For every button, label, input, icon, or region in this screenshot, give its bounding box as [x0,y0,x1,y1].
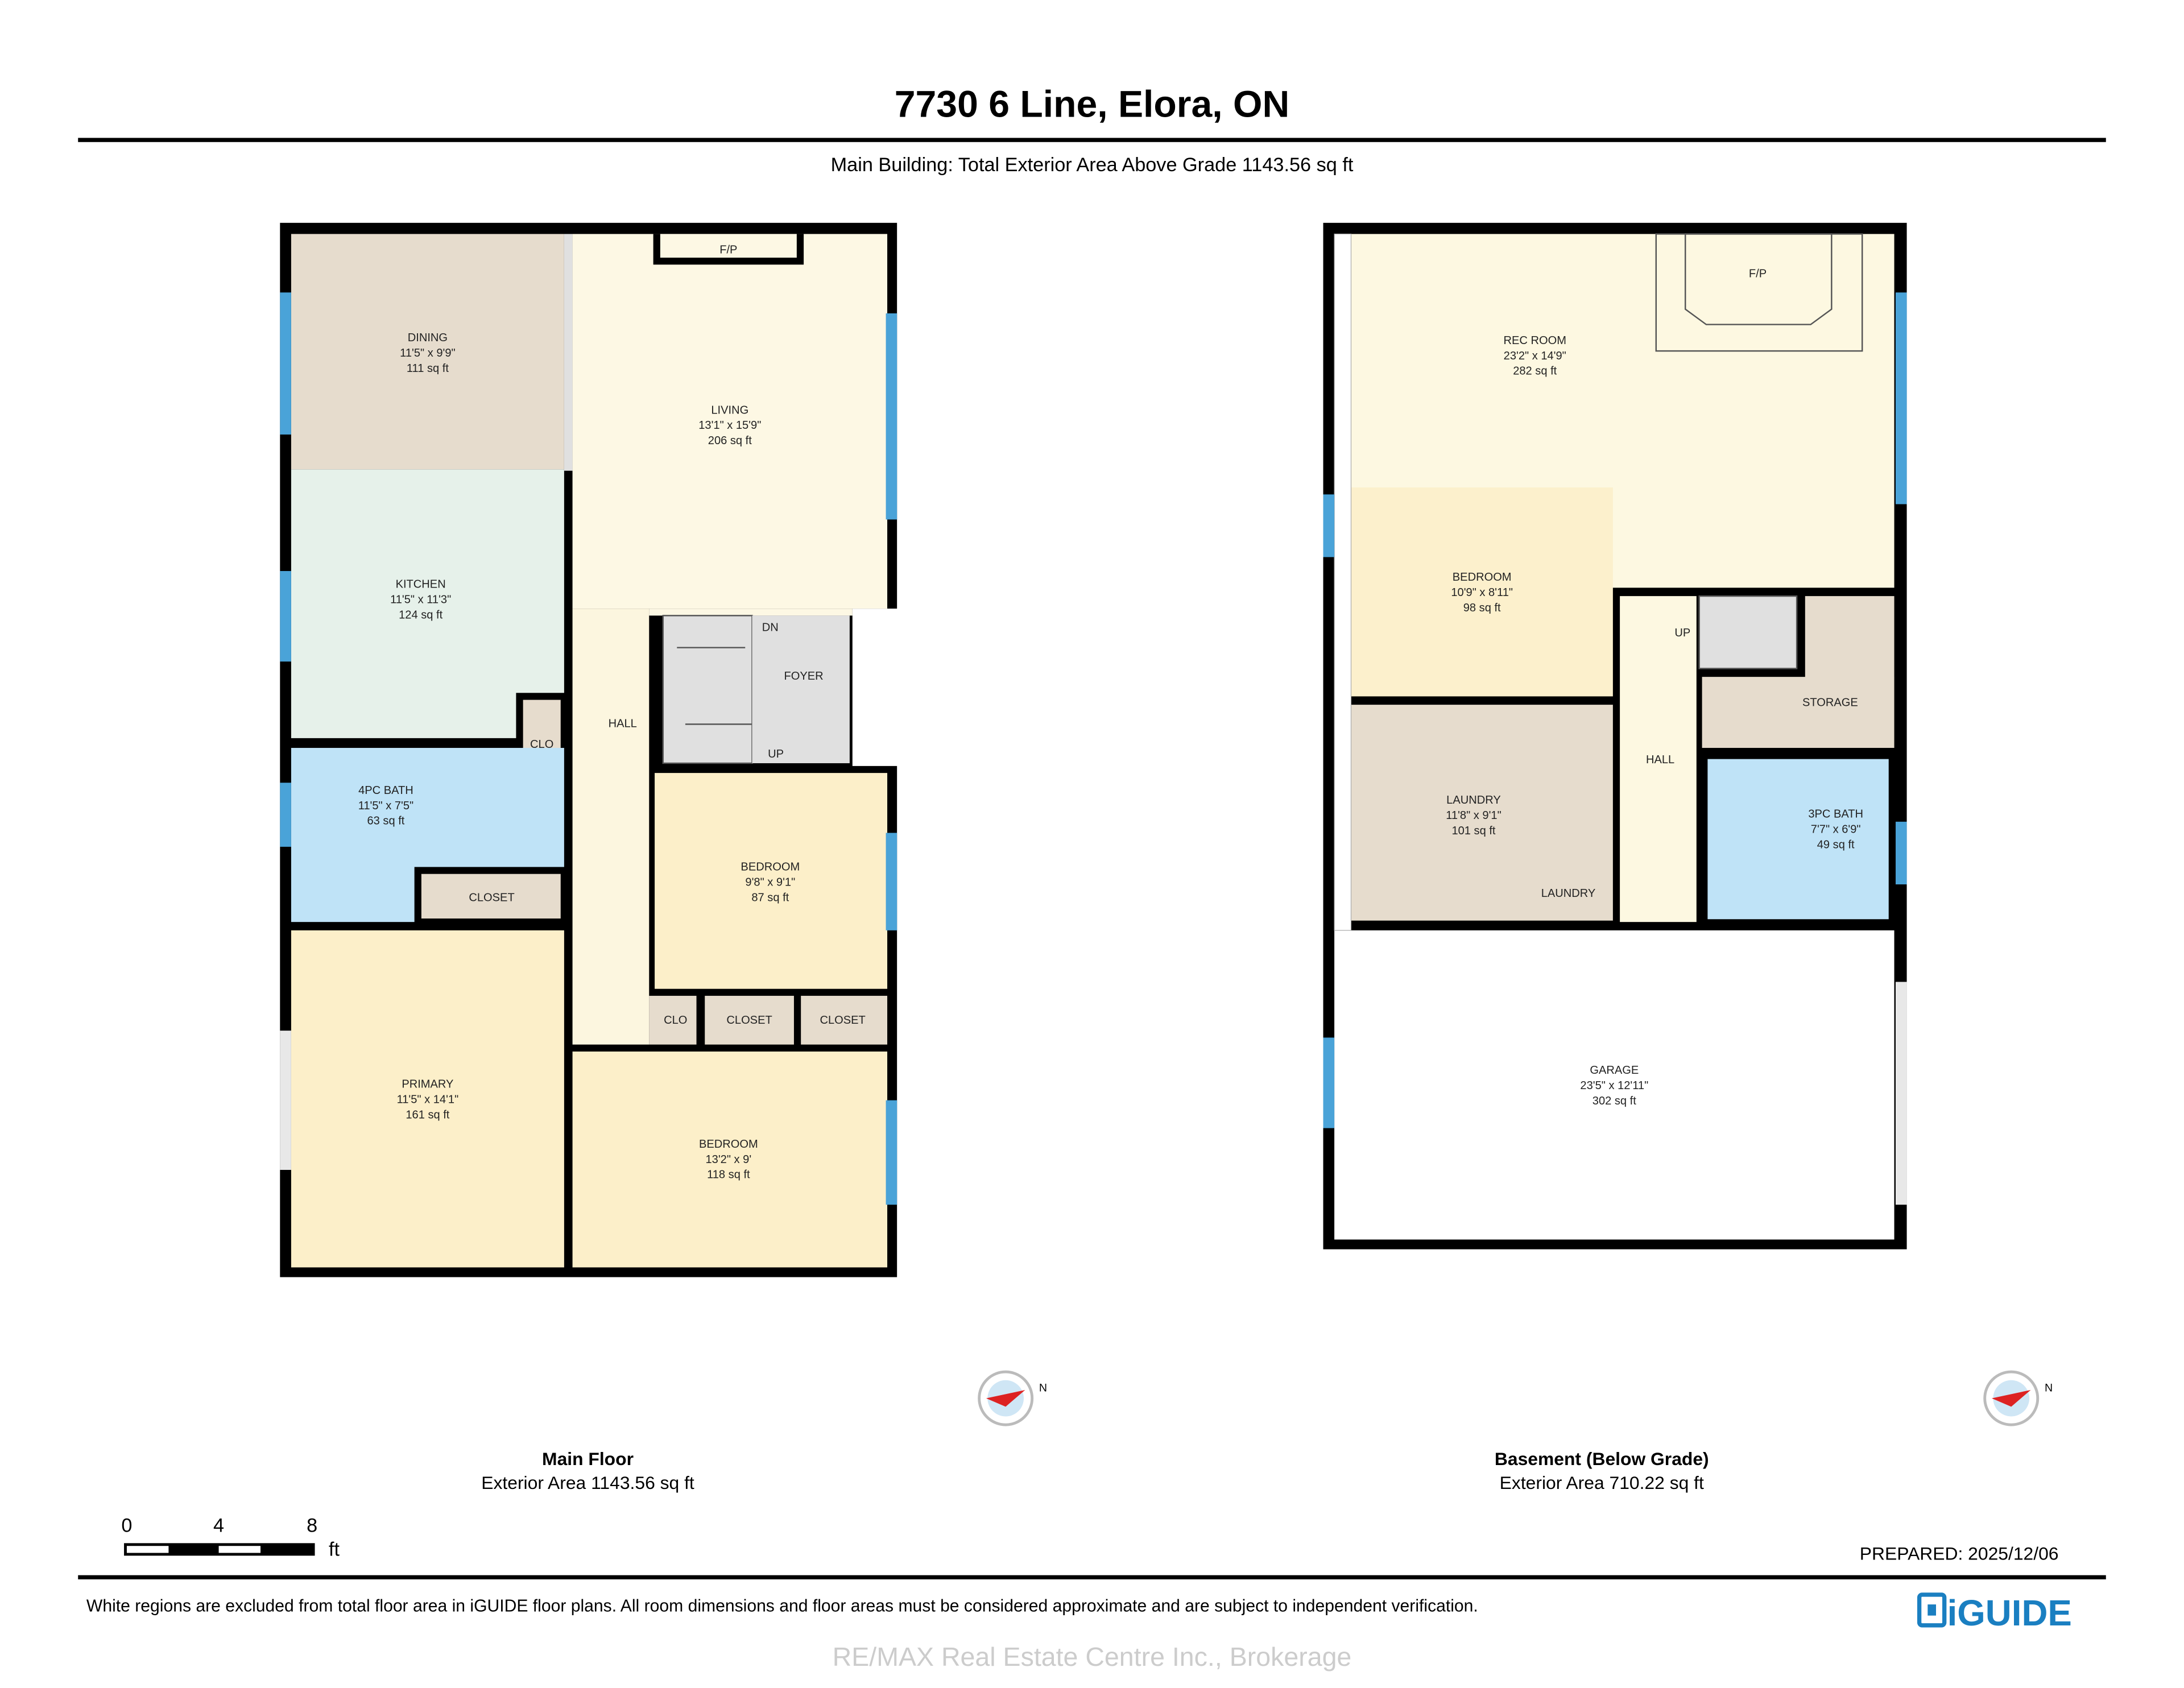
room-garage [1334,930,1895,1240]
svg-text:118 sq ft: 118 sq ft [707,1169,750,1181]
svg-text:iGUIDE: iGUIDE [1947,1593,2072,1633]
svg-text:CLO: CLO [530,738,553,751]
svg-text:LAUNDRY: LAUNDRY [1446,794,1501,806]
room-3pc-bath [1707,759,1889,920]
svg-text:KITCHEN: KITCHEN [396,578,446,590]
closet-2 [705,995,794,1045]
iguide-logo: iGUIDE [1917,1592,2072,1633]
basement-title: Basement (Below Grade) [1495,1449,1709,1469]
room-hall [572,609,650,1045]
svg-text:HALL: HALL [1646,754,1674,766]
page-subtitle: Main Building: Total Exterior Area Above… [831,154,1354,176]
svg-text:STORAGE: STORAGE [1802,697,1858,709]
room-bedroom [1351,487,1613,697]
room-storage [1702,677,1895,748]
svg-text:161 sq ft: 161 sq ft [406,1108,449,1121]
room-hall [1620,596,1697,922]
svg-text:F/P: F/P [719,244,737,256]
svg-text:HALL: HALL [609,717,637,730]
scale-bar: 0 4 8 ft [121,1515,340,1561]
basement-plan: REC ROOM 23'2" x 14'9" 282 sq ft BEDROOM 10… [1323,222,1907,1250]
svg-text:ft: ft [329,1538,340,1560]
svg-text:N: N [2045,1381,2053,1394]
svg-text:F/P: F/P [1749,267,1767,280]
page-title: 7730 6 Line, Elora, ON [895,84,1289,126]
svg-text:23'2" x 14'9": 23'2" x 14'9" [1504,350,1566,362]
svg-text:13'1" x 15'9": 13'1" x 15'9" [698,419,761,432]
svg-text:8: 8 [307,1515,317,1537]
closet-3 [801,995,888,1045]
svg-text:7'7" x 6'9": 7'7" x 6'9" [1811,823,1861,835]
svg-text:UP: UP [1674,627,1690,639]
svg-text:13'2" x 9': 13'2" x 9' [706,1153,752,1166]
svg-text:282 sq ft: 282 sq ft [1513,365,1557,378]
footer-rule [78,1575,2106,1579]
svg-text:PRIMARY: PRIMARY [402,1078,453,1091]
svg-text:BEDROOM: BEDROOM [699,1138,758,1151]
svg-text:49 sq ft: 49 sq ft [1817,838,1855,851]
svg-text:CLOSET: CLOSET [820,1014,865,1027]
svg-text:11'5" x 7'5": 11'5" x 7'5" [358,800,413,812]
svg-text:N: N [1039,1381,1047,1394]
room-dining [291,234,564,470]
compass-icon: N [978,1370,1047,1426]
prepared-date: PREPARED: 2025/12/06 [1860,1544,2059,1564]
basement-area: Exterior Area 710.22 sq ft [1500,1472,1704,1493]
header-rule [78,138,2106,142]
svg-text:11'5" x 9'9": 11'5" x 9'9" [400,347,455,359]
room-laundry [1351,705,1613,921]
svg-text:BEDROOM: BEDROOM [1453,571,1512,584]
svg-text:FOYER: FOYER [784,670,824,682]
svg-text:9'8" x 9'1": 9'8" x 9'1" [745,876,795,888]
svg-text:CLOSET: CLOSET [726,1014,772,1027]
svg-text:0: 0 [121,1515,132,1537]
svg-text:11'5" x 14'1": 11'5" x 14'1" [397,1093,459,1106]
main-floor-area: Exterior Area 1143.56 sq ft [481,1472,694,1493]
compass-icon: N [1983,1370,2053,1426]
svg-text:DN: DN [762,621,779,634]
svg-text:10'9" x 8'11": 10'9" x 8'11" [1451,586,1513,599]
svg-text:111 sq ft: 111 sq ft [407,362,449,375]
svg-text:302 sq ft: 302 sq ft [1592,1095,1636,1107]
svg-text:63 sq ft: 63 sq ft [367,815,405,828]
svg-text:CLOSET: CLOSET [469,891,514,904]
closet-clo-2 [649,995,697,1045]
room-primary [291,930,564,1268]
main-floor-title: Main Floor [542,1449,634,1469]
room-living [572,234,888,609]
stairs [662,615,753,764]
svg-text:206 sq ft: 206 sq ft [708,435,752,447]
main-floor-plan: DINING 11'5" x 9'9" 111 sq ft LIVING 13'1" … [280,222,908,1277]
svg-text:UP: UP [768,748,784,760]
closet-1 [414,867,568,926]
disclaimer: White regions are excluded from total fl… [86,1596,1478,1615]
room-bedroom-1 [655,773,888,989]
svg-text:4PC BATH: 4PC BATH [358,784,413,797]
svg-text:3PC BATH: 3PC BATH [1808,808,1863,820]
stairs [1698,595,1798,669]
svg-text:87 sq ft: 87 sq ft [751,891,789,904]
svg-text:GARAGE: GARAGE [1590,1064,1639,1077]
svg-text:4: 4 [213,1515,224,1537]
svg-text:11'5" x 11'3": 11'5" x 11'3" [390,593,451,606]
svg-text:BEDROOM: BEDROOM [741,861,800,874]
svg-text:98 sq ft: 98 sq ft [1463,602,1501,614]
svg-text:23'5" x 12'11": 23'5" x 12'11" [1580,1079,1648,1092]
svg-text:LIVING: LIVING [711,404,748,416]
room-bedroom-2 [572,1051,888,1268]
room-foyer [752,615,850,763]
svg-text:101 sq ft: 101 sq ft [1451,825,1495,837]
svg-text:DINING: DINING [408,332,448,344]
svg-text:CLO: CLO [664,1014,687,1027]
svg-text:124 sq ft: 124 sq ft [399,609,442,621]
svg-text:LAUNDRY: LAUNDRY [1541,887,1596,900]
svg-text:11'8" x 9'1": 11'8" x 9'1" [1446,809,1501,822]
svg-text:REC ROOM: REC ROOM [1504,334,1566,347]
watermark: RE/MAX Real Estate Centre Inc., Brokerag… [833,1642,1352,1672]
